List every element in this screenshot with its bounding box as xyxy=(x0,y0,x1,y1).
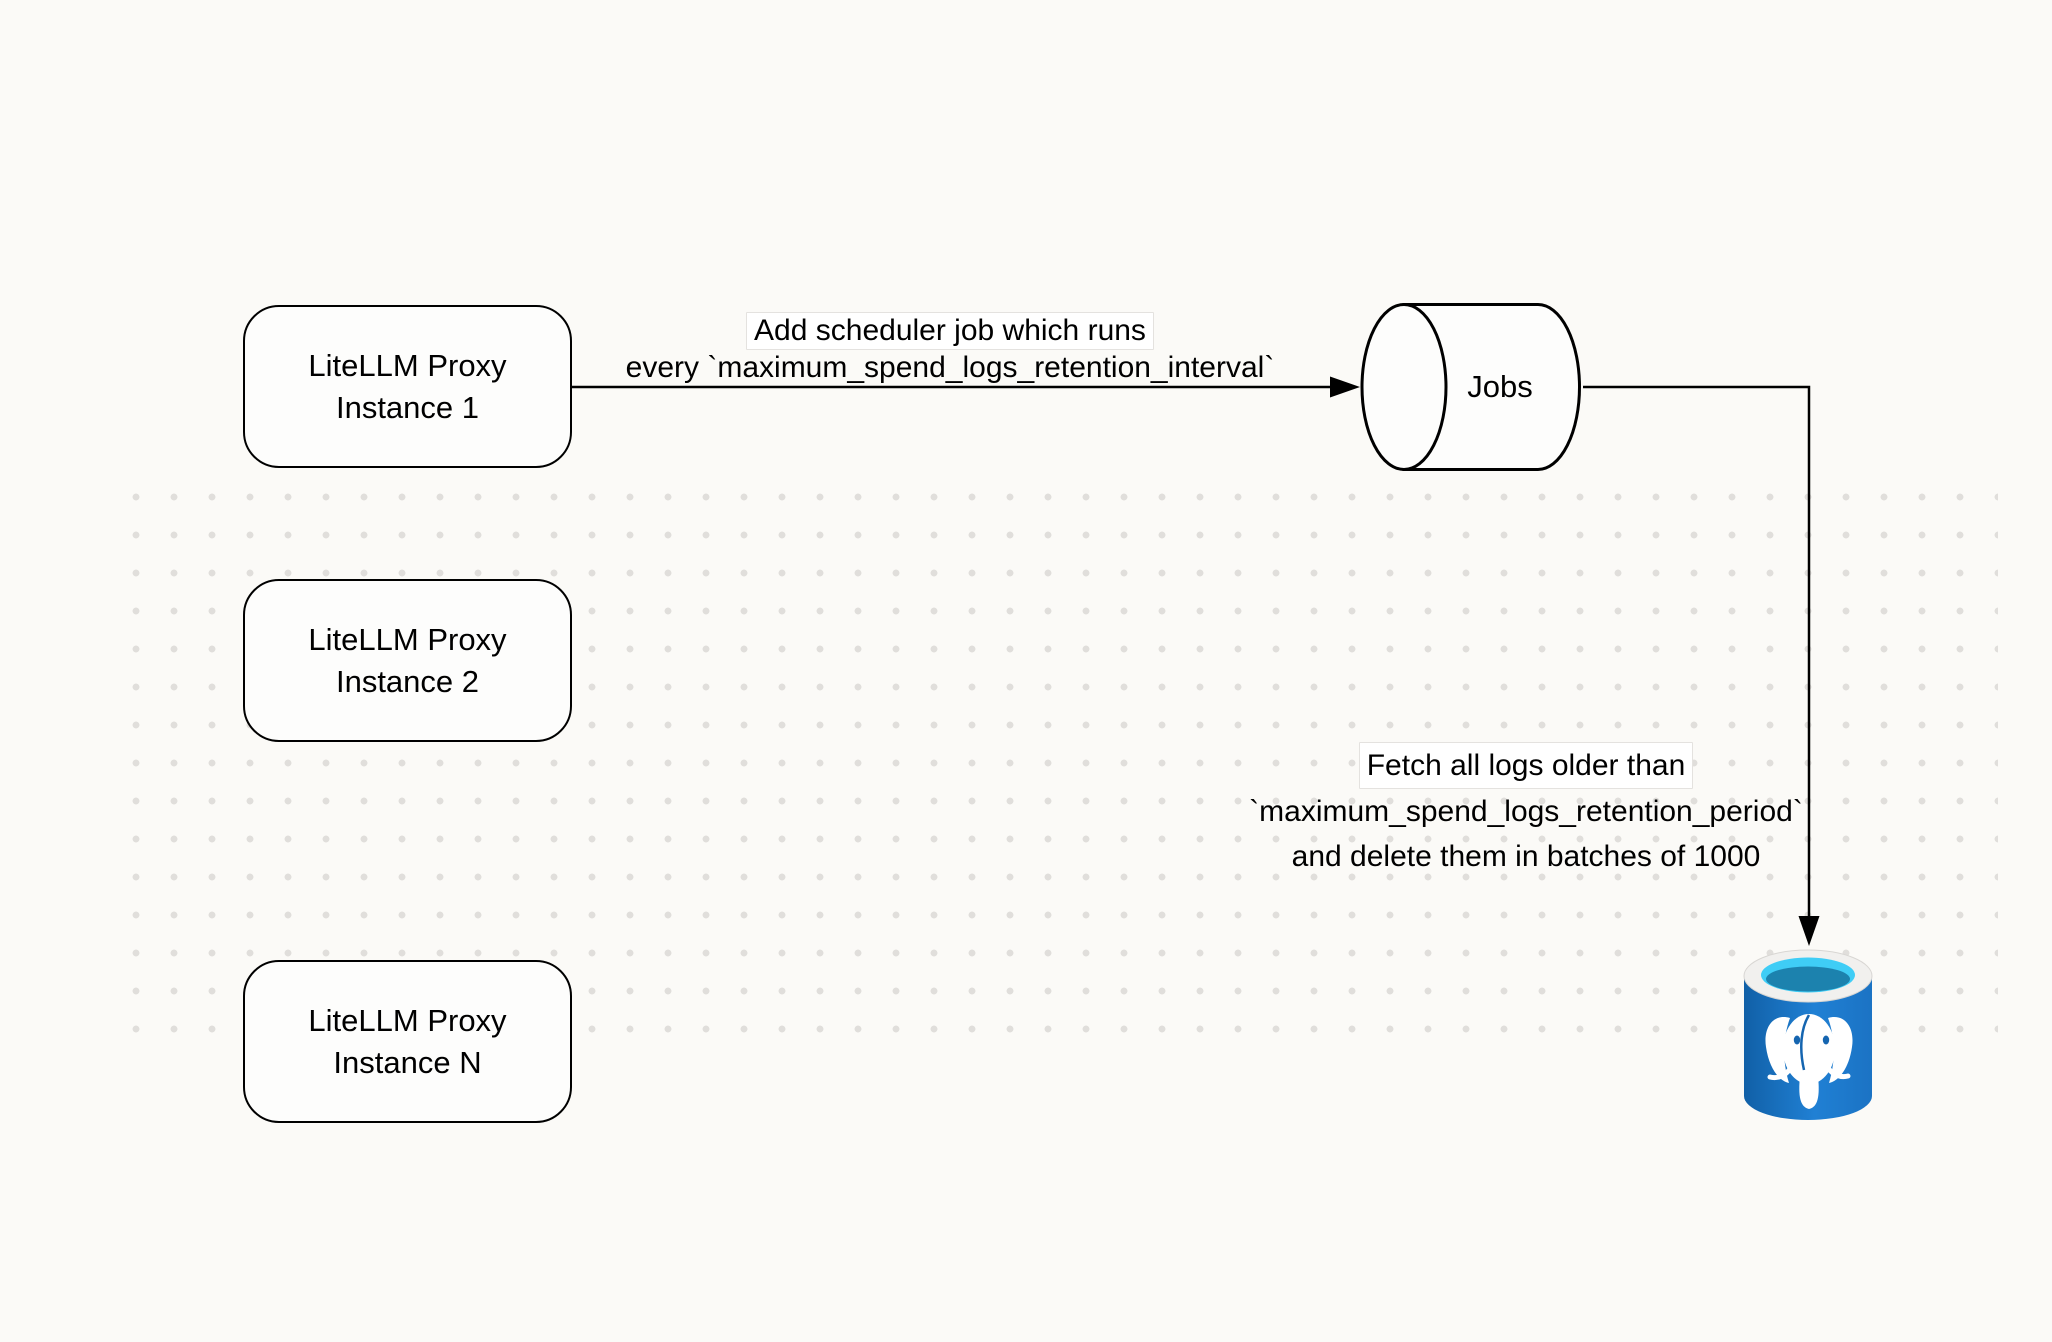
schedule-edge-label-line2: every `maximum_spend_logs_retention_inte… xyxy=(625,351,1275,384)
cleanup-edge-label-line2: `maximum_spend_logs_retention_period` xyxy=(1249,795,1803,828)
cleanup-edge-arrowhead-icon xyxy=(1798,916,1820,946)
postgres-elephant-icon xyxy=(1765,1014,1853,1109)
schedule-edge-label: Add scheduler job which runs every `maxi… xyxy=(600,312,1300,386)
cleanup-edge-label: Fetch all logs older than `maximum_spend… xyxy=(1236,742,1816,879)
jobs-queue-shape xyxy=(1360,303,1581,471)
node-litellm-proxy-instance-2: LiteLLM Proxy Instance 2 xyxy=(243,579,572,742)
node-label: LiteLLM Proxy Instance 2 xyxy=(308,621,507,699)
jobs-cylinder-body xyxy=(1402,303,1581,471)
node-label: LiteLLM Proxy Instance N xyxy=(308,1002,507,1080)
schedule-edge-arrowhead-icon xyxy=(1330,376,1360,398)
postgresql-database-icon xyxy=(1743,949,1873,1120)
jobs-queue-label: Jobs xyxy=(1467,369,1533,404)
cleanup-edge-label-line1: Fetch all logs older than xyxy=(1358,742,1694,789)
node-label: LiteLLM Proxy Instance 1 xyxy=(308,347,507,425)
node-litellm-proxy-instance-n: LiteLLM Proxy Instance N xyxy=(243,960,572,1123)
jobs-cylinder-face xyxy=(1360,303,1448,471)
schedule-edge-label-line1: Add scheduler job which runs xyxy=(746,312,1154,350)
cleanup-edge-label-line3: and delete them in batches of 1000 xyxy=(1291,840,1761,873)
node-litellm-proxy-instance-1: LiteLLM Proxy Instance 1 xyxy=(243,305,572,468)
cleanup-edge-line xyxy=(1583,385,1811,918)
postgres-water-depth xyxy=(1766,966,1850,992)
